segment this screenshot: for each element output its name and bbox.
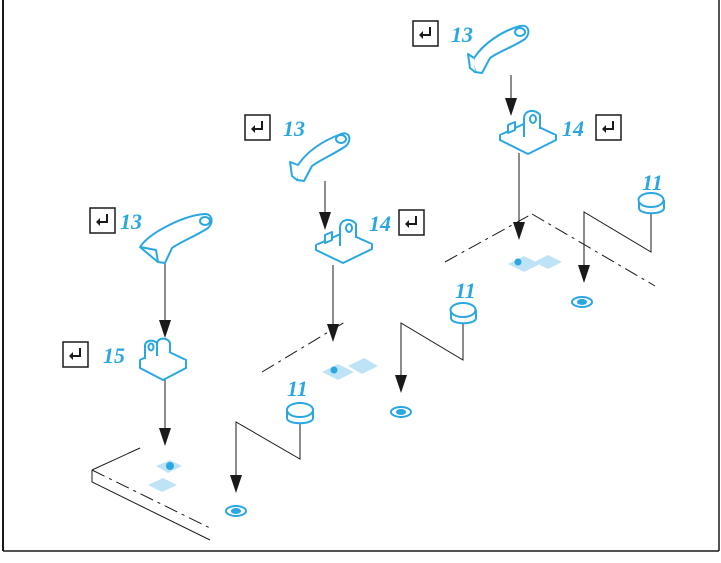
handle-part-middle: [289, 132, 351, 182]
part-number-11-right: 11: [642, 170, 663, 195]
peg-part-right: [637, 192, 665, 215]
part-number-15: 15: [103, 343, 125, 368]
part-number-13-left: 13: [120, 209, 142, 234]
glue-step-icon: [244, 114, 271, 141]
decal-middle: [322, 358, 378, 380]
decal-left: [148, 460, 182, 492]
peg-hole-middle: [390, 406, 412, 418]
peg-hole-right: [571, 296, 593, 308]
glue-step-icon: [412, 20, 439, 47]
part-number-14-middle: 14: [369, 211, 391, 236]
base-plate-middle: [261, 321, 346, 373]
base-plate-left: [91, 447, 211, 541]
diagram-frame: [2, 0, 720, 552]
decal-right: [508, 255, 562, 272]
peg-hole-left: [225, 505, 247, 517]
mount-part-middle: [315, 218, 373, 264]
handle-part-left: [139, 213, 213, 264]
mount-part-right: [499, 109, 557, 155]
base-plate-right: [444, 213, 656, 287]
peg-part-left: [286, 402, 314, 425]
mount-part-left: [139, 337, 187, 381]
part-number-11-middle: 11: [455, 278, 476, 303]
peg-part-middle: [449, 302, 477, 325]
glue-step-icon: [89, 207, 116, 234]
part-number-13-middle: 13: [283, 116, 305, 141]
glue-step-icon: [62, 341, 89, 368]
part-number-11-left: 11: [287, 376, 308, 401]
part-number-13-right: 13: [451, 22, 473, 47]
glue-step-icon: [398, 209, 425, 236]
arrowheads: [159, 98, 590, 493]
glue-step-icon: [595, 114, 622, 141]
handle-part-right: [467, 24, 530, 74]
part-number-14-right: 14: [562, 116, 584, 141]
